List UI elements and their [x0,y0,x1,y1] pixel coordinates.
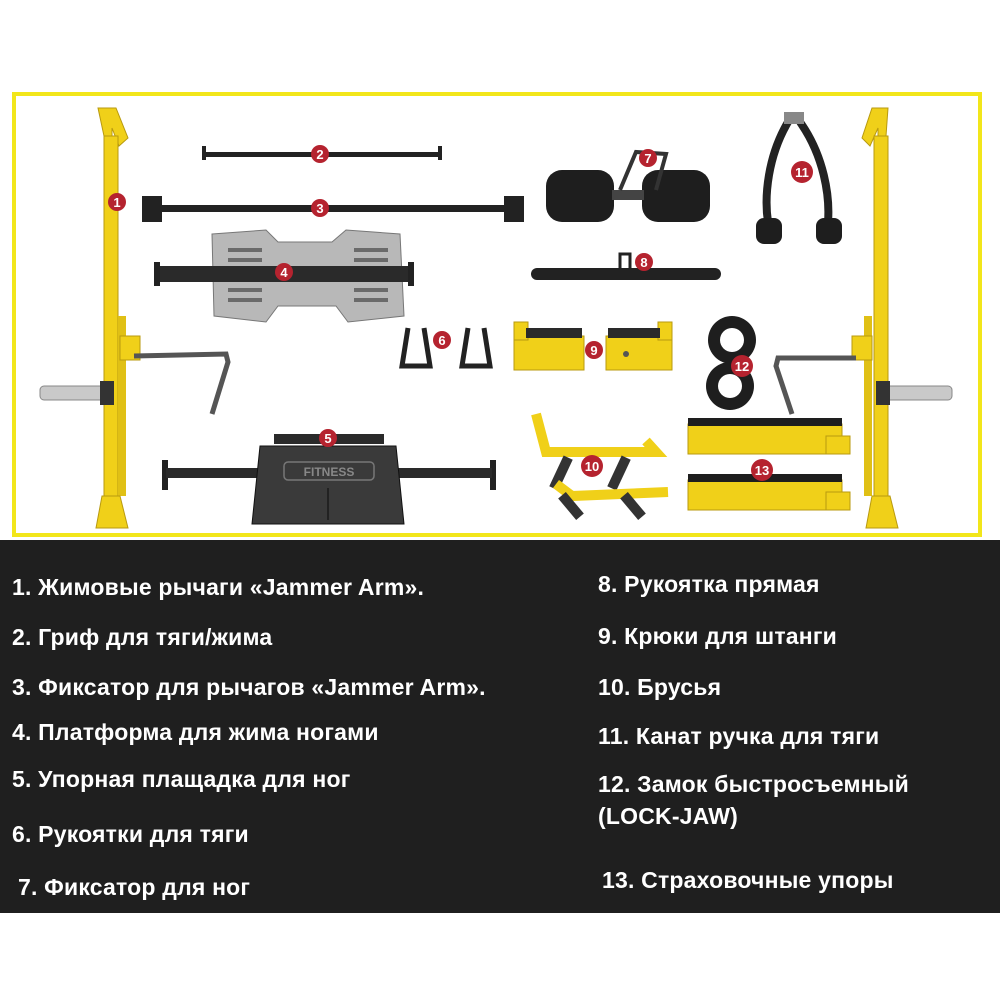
badge-8: 8 [635,253,653,271]
svg-text:1: 1 [113,195,120,210]
legend-item-12: 12. Замок быстросъемный [598,771,909,797]
badge-2: 2 [311,145,329,163]
legend-item-8: 8. Рукоятка прямая [598,571,820,597]
parts-legend: 1. Жимовые рычаги «Jammer Arm». 2. Гриф … [0,540,1000,913]
dip-bars [531,412,669,520]
parts-image-frame: FITNESS [12,92,982,537]
badge-11: 11 [791,161,813,183]
badge-7: 7 [639,149,657,167]
legend-item-3: 3. Фиксатор для рычагов «Jammer Arm». [12,674,486,700]
legend-item-1: 1. Жимовые рычаги «Jammer Arm». [12,574,425,600]
legend-item-4: 4. Платформа для жима ногами [12,719,379,745]
svg-text:3: 3 [316,201,323,216]
badge-3: 3 [311,199,329,217]
svg-text:4: 4 [280,265,288,280]
straight-handle [531,252,721,280]
legend-item-6: 6. Рукоятки для тяги [12,821,249,847]
badge-4: 4 [275,263,293,281]
badge-10: 10 [581,455,603,477]
badge-1: 1 [108,193,126,211]
badge-5: 5 [319,429,337,447]
svg-text:10: 10 [585,459,599,474]
legend-item-13: 13. Страховочные упоры [602,867,894,893]
svg-text:9: 9 [590,343,597,358]
plate-brand-text: FITNESS [304,465,355,479]
svg-text:13: 13 [755,463,769,478]
jammer-arm-left [39,107,231,529]
legend-item-5: 5. Упорная плащадка для ног [12,766,351,792]
leg-press-platform [154,229,414,323]
legend-item-10: 10. Брусья [598,674,722,700]
lock-jaw-collars [706,316,756,410]
leg-holder [546,149,710,222]
parts-illustration: FITNESS [39,107,953,529]
svg-text:2: 2 [316,147,323,162]
svg-text:11: 11 [795,165,809,180]
svg-text:5: 5 [324,431,331,446]
svg-text:8: 8 [640,255,647,270]
tricep-rope [756,112,842,244]
svg-text:6: 6 [438,333,445,348]
legend-item-2: 2. Гриф для тяги/жима [12,624,273,650]
jammer-arm-lock [142,196,524,222]
pull-handles [399,327,493,369]
badge-9: 9 [585,341,603,359]
jammer-arm-right [773,107,953,529]
foot-support-plate: FITNESS [162,434,496,525]
svg-text:7: 7 [644,151,651,166]
legend-item-12-sub: (LOCK-JAW) [598,803,738,829]
badge-12: 12 [731,355,753,377]
barbell-hooks [513,321,673,371]
svg-text:12: 12 [735,359,749,374]
badge-6: 6 [433,331,451,349]
legend-item-11: 11. Канат ручка для тяги [598,723,880,749]
badge-13: 13 [751,459,773,481]
legend-item-7: 7. Фиксатор для ног [18,874,251,900]
legend-item-9: 9. Крюки для штанги [598,623,837,649]
